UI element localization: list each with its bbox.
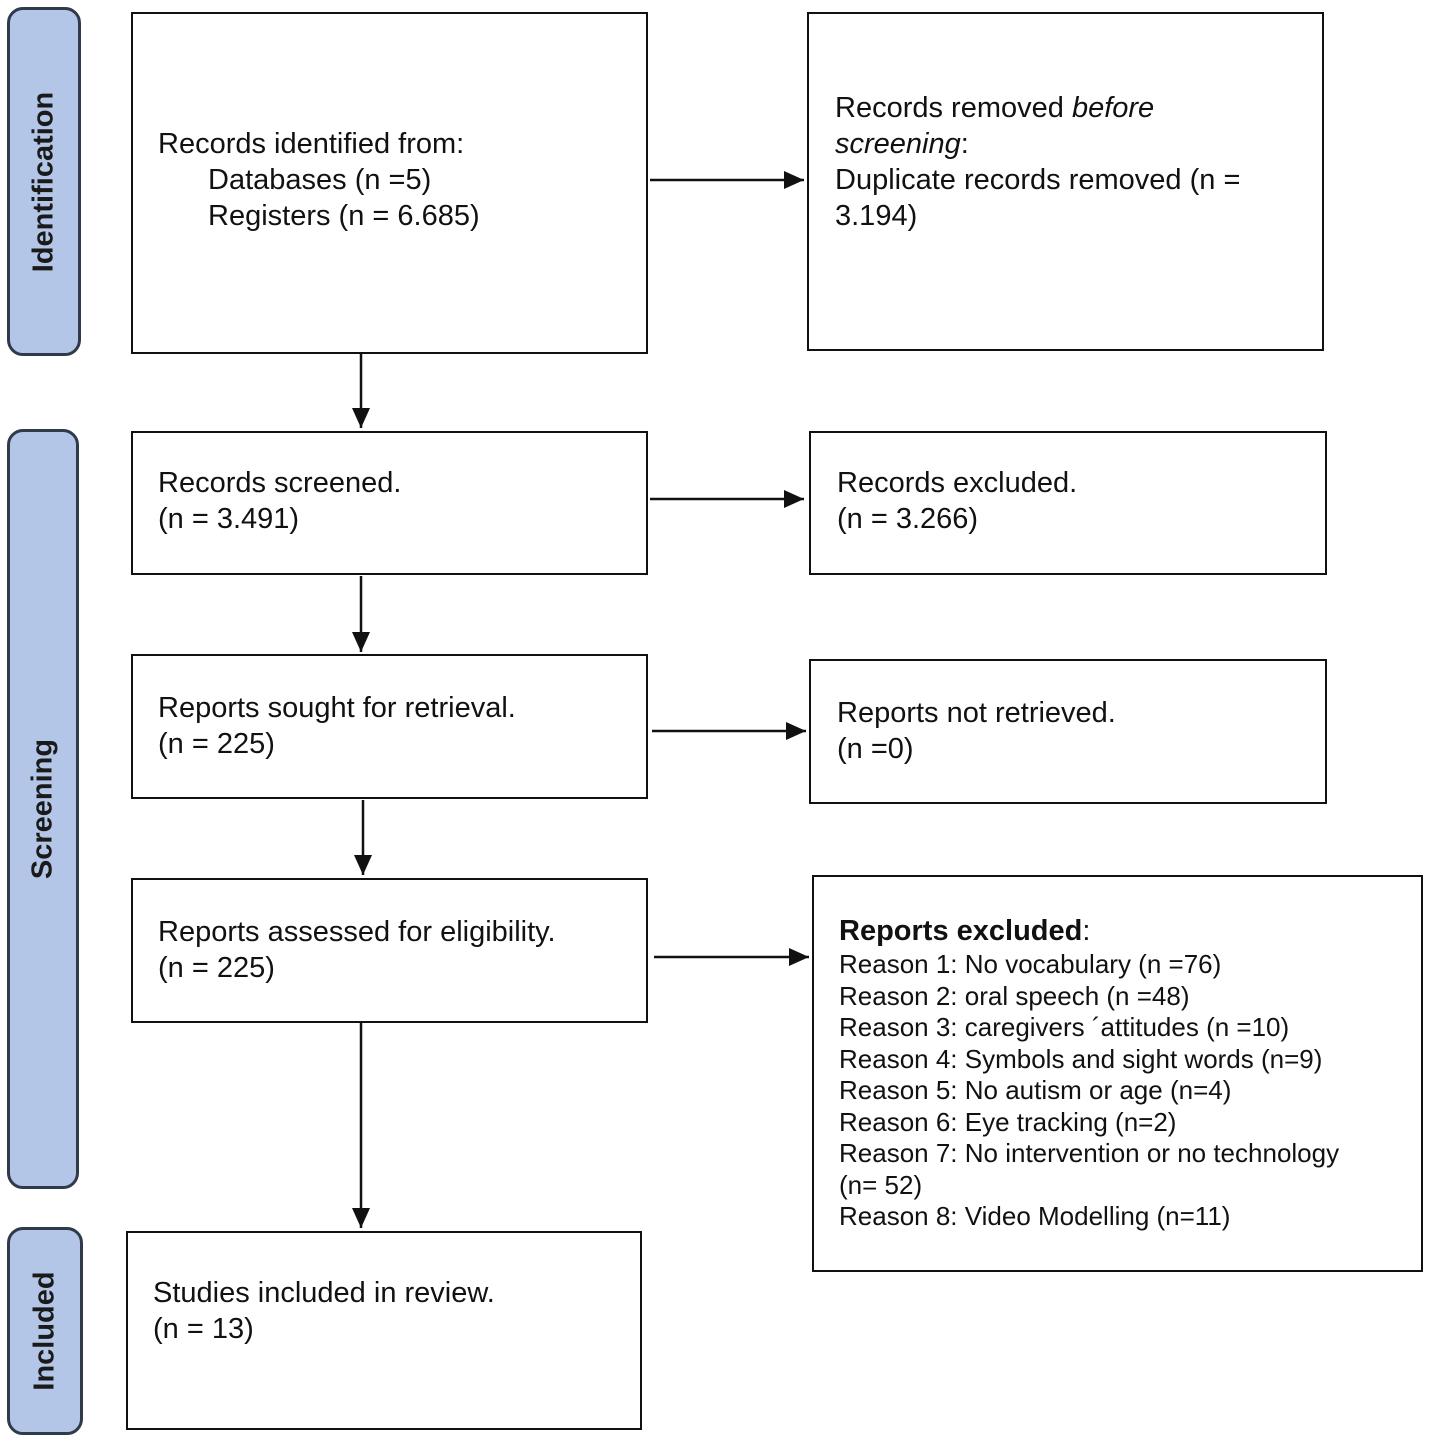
exclusion-reason: Reason 7: No intervention or no technolo… (839, 1138, 1340, 1168)
exclusion-reason: Reason 8: Video Modelling (n=11) (839, 1201, 1231, 1231)
records-removed-line2: screening: (835, 126, 1322, 162)
records-removed-colon: : (960, 128, 969, 160)
reports-excluded-title: Reports excluded (839, 915, 1083, 947)
reports-not-retrieved-count: (n =0) (837, 733, 914, 765)
reports-assessed-count: (n = 225) (158, 952, 275, 984)
records-excluded-title: Records excluded. (837, 467, 1078, 499)
phase-screening: Screening (7, 429, 79, 1189)
reports-assessed-title: Reports assessed for eligibility. (158, 916, 556, 948)
registers-count: Registers (n = 6.685) (208, 200, 480, 232)
exclusion-reason: Reason 4: Symbols and sight words (n=9) (839, 1043, 1323, 1074)
records-screened-count: (n = 3.491) (158, 503, 300, 535)
records-removed-line1: Records removed before (835, 90, 1322, 126)
records-excluded-box: Records excluded. (n = 3.266) (809, 431, 1327, 575)
records-removed-prefix: Records removed (835, 92, 1072, 124)
records-removed-box: Records removed before screening: Duplic… (807, 12, 1324, 351)
exclusion-reason: Reason 3: caregivers ´attitudes (n =10) (839, 1012, 1290, 1042)
duplicate-records-count: 3.194) (835, 200, 918, 232)
phase-included: Included (7, 1227, 83, 1435)
duplicate-records-label: Duplicate records removed (n = (835, 164, 1241, 196)
records-removed-before: before (1071, 92, 1155, 124)
studies-included-box: Studies included in review. (n = 13) (126, 1231, 642, 1430)
reports-sought-title: Reports sought for retrieval. (158, 692, 516, 724)
reports-sought-count: (n = 225) (158, 728, 275, 760)
exclusion-reason: Reason 1: No vocabulary (n =76) (839, 949, 1222, 979)
records-removed-screening: screening (835, 128, 961, 160)
exclusion-reason: Reason 6: Eye tracking (n=2) (839, 1106, 1177, 1137)
phase-identification: Identification (7, 7, 81, 356)
records-screened-title: Records screened. (158, 467, 402, 499)
studies-included-count: (n = 13) (153, 1313, 254, 1345)
records-screened-box: Records screened. (n = 3.491) (131, 431, 648, 575)
exclusion-reason: (n= 52) (839, 1169, 923, 1200)
reports-sought-box: Reports sought for retrieval. (n = 225) (131, 654, 648, 799)
exclusion-reason: Reason 2: oral speech (n =48) (839, 980, 1190, 1011)
reports-not-retrieved-box: Reports not retrieved. (n =0) (809, 659, 1327, 804)
exclusion-reason: Reason 5: No autism or age (n=4) (839, 1075, 1232, 1105)
databases-count: Databases (n =5) (208, 164, 432, 196)
reports-assessed-box: Reports assessed for eligibility. (n = 2… (131, 878, 648, 1023)
records-identified-title: Records identified from: (158, 128, 465, 160)
reports-excluded-title-line: Reports excluded: (839, 913, 1421, 949)
studies-included-title: Studies included in review. (153, 1277, 495, 1309)
reports-excluded-colon: : (1082, 915, 1091, 947)
records-identified-box: Records identified from: Databases (n =5… (131, 12, 648, 354)
reports-excluded-box: Reports excluded: Reason 1: No vocabular… (812, 875, 1423, 1272)
reports-not-retrieved-title: Reports not retrieved. (837, 697, 1116, 729)
records-excluded-count: (n = 3.266) (837, 503, 979, 535)
